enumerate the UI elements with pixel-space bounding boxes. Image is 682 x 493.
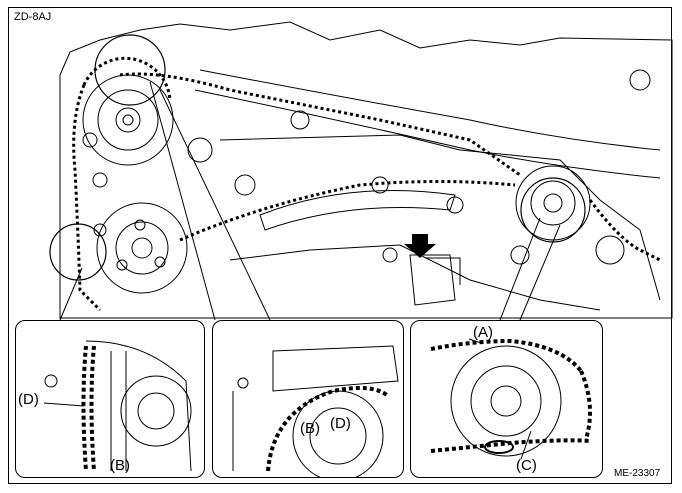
inset-left [15,320,205,478]
boss-10 [93,223,107,237]
engine-rib-upper [199,69,661,151]
label-d-left: (D) [18,391,39,408]
callout-line-right-2 [519,224,561,321]
right-sprocket-hub [543,193,563,213]
boss-6 [595,235,625,265]
right-sprocket-outer [515,165,591,241]
boss-7 [629,69,651,91]
cam-sprocket-bolt [122,114,134,126]
chain-guide [259,190,456,231]
callout-line-center-1 [149,81,216,321]
label-c-right: (C) [516,457,537,474]
idler-sprocket-outer [96,202,188,294]
timing-chain-left [72,84,102,312]
callout-line-right-1 [499,217,541,321]
label-a-right: (A) [473,324,493,341]
boss-3 [290,110,310,130]
inset-right [410,320,603,478]
magnifier-right [520,177,586,243]
inset-right-drawing [430,338,592,460]
timing-chain-cam-wrap [82,56,172,101]
engine-rib-lower [194,89,661,179]
boss-9 [92,172,108,188]
figure-code: ZD-8AJ [14,11,52,23]
boss-11 [382,247,398,263]
label-b-center: (B) [300,420,320,437]
timing-chain-top [119,72,521,177]
engine-block-outline [59,21,673,319]
engine-casting [219,134,661,301]
boss-8 [82,132,98,148]
callout-line-center-2 [159,89,271,321]
right-sprocket-inner [530,180,576,226]
inset-center [212,320,404,478]
label-b-left: (B) [110,457,130,474]
label-d-center: (D) [330,415,351,432]
tensioner-lever [425,257,461,285]
boss-1 [187,137,213,163]
boss-5 [446,196,464,214]
reference-number: ME-23307 [614,468,661,479]
idler-hole-1 [116,259,128,271]
timing-chain-guide [179,180,516,242]
boss-12 [510,245,530,265]
idler-hole-3 [134,219,146,231]
tensioner-body [409,254,456,306]
inset-left-drawing [43,340,192,472]
cam-sprocket-hub [115,107,141,133]
down-arrow-icon [404,234,436,258]
cam-sprocket-inner [97,89,159,151]
idler-sprocket-inner [115,221,169,275]
boss-2 [234,174,256,196]
timing-chain-right [588,199,661,262]
idler-sprocket-hub [131,237,153,259]
idler-hole-2 [154,256,166,268]
inset-center-drawing [232,345,399,477]
engine-casting-2 [229,244,601,311]
